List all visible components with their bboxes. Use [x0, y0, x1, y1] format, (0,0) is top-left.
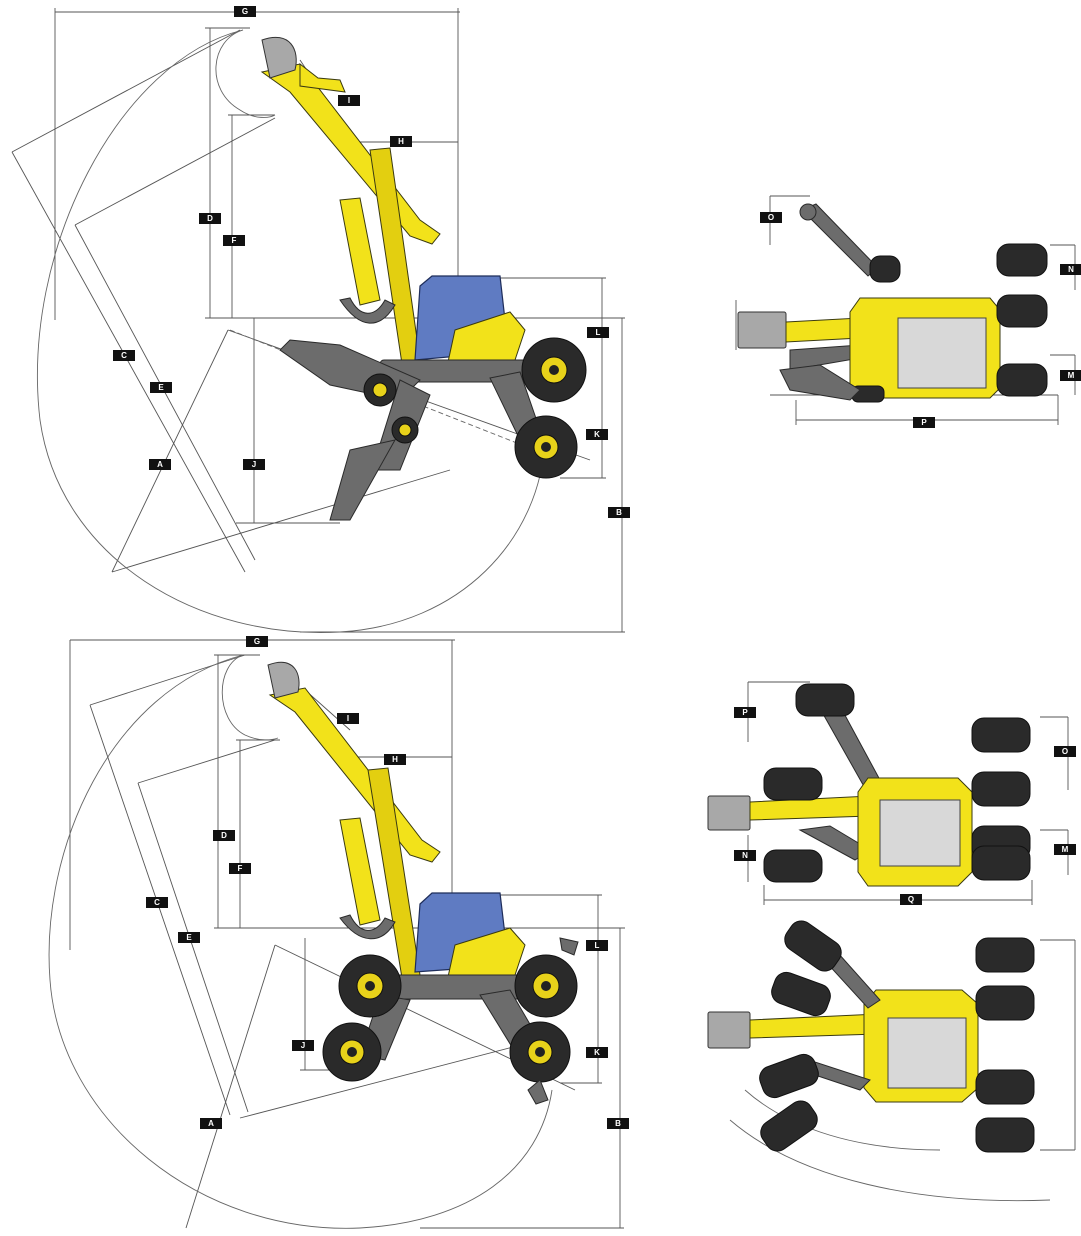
label-d-bottom: D [213, 830, 235, 841]
side-view-bottom [48, 639, 625, 1229]
label-k-top: K [586, 429, 608, 440]
label-n-plan-upper: N [1060, 264, 1081, 275]
wheel-front [521, 337, 587, 403]
label-g-bottom: G [246, 636, 268, 647]
label-e-bottom: E [178, 932, 200, 943]
label-n-plan-lower: N [734, 850, 756, 861]
plan-tyres-lower [763, 683, 1031, 883]
label-l-bottom: L [586, 940, 608, 951]
wheel-small-1 [363, 373, 397, 407]
label-a-bottom: A [200, 1118, 222, 1129]
plan-tyres-upper [851, 243, 1048, 403]
label-m-plan-upper: M [1060, 370, 1081, 381]
label-e-top: E [150, 382, 172, 393]
reach-arc-outer [36, 29, 546, 633]
wheel-front-lower [509, 1021, 571, 1083]
label-k-bottom: K [586, 1047, 608, 1058]
label-i-bottom: I [337, 713, 359, 724]
wheel-rear-lower [322, 1022, 382, 1082]
label-b-top: B [608, 507, 630, 518]
wheel-small-2 [391, 416, 419, 444]
dimension-lines-bottom [69, 639, 625, 1229]
label-f-bottom: F [229, 863, 251, 874]
label-h-bottom: H [384, 754, 406, 765]
label-g-top: G [234, 6, 256, 17]
label-o-plan-lower: O [1054, 746, 1076, 757]
label-o-plan-upper: O [760, 212, 782, 223]
excavator-bottom [267, 661, 579, 1105]
excavator-top [260, 36, 587, 521]
label-b-bottom: B [607, 1118, 629, 1129]
label-j-top: J [243, 459, 265, 470]
wheel-rear-upper [338, 954, 402, 1018]
label-p-plan-upper: P [913, 417, 935, 428]
label-i-top: I [338, 95, 360, 106]
label-f-top: F [223, 235, 245, 246]
label-j-bottom: J [292, 1040, 314, 1051]
plan-tyres-steering [759, 920, 1035, 1153]
label-c-top: C [113, 350, 135, 361]
reach-arc-outer-bottom [48, 654, 553, 1229]
label-a-top: A [149, 459, 171, 470]
side-view-top [11, 8, 625, 633]
label-h-top: H [390, 136, 412, 147]
wheel-front-upper [514, 954, 578, 1018]
top-view-lower [707, 681, 1069, 905]
top-view-steering [707, 920, 1076, 1202]
bucket-arc [215, 29, 276, 118]
top-view-upper [735, 195, 1076, 425]
label-m-plan-lower: M [1054, 844, 1076, 855]
label-l-top: L [587, 327, 609, 338]
label-p-plan-lower: P [734, 707, 756, 718]
label-c-bottom: C [146, 897, 168, 908]
label-d-top: D [199, 213, 221, 224]
wheel-rear [514, 415, 578, 479]
label-q-plan-lower: Q [900, 894, 922, 905]
